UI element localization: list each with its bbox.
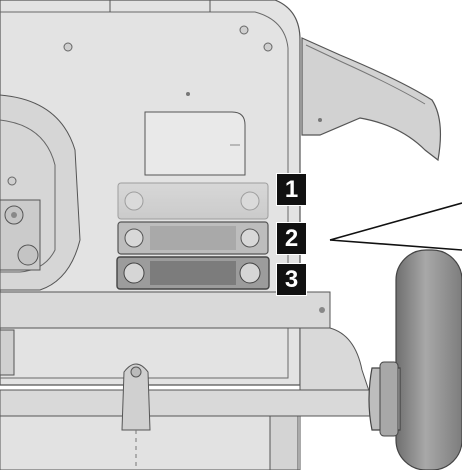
left-mechanism bbox=[0, 94, 81, 376]
callout-label-3: 3 bbox=[277, 264, 306, 295]
clamp-post bbox=[121, 363, 151, 470]
pointer-lines bbox=[329, 202, 462, 251]
spacer-2 bbox=[117, 221, 269, 255]
weight-tray bbox=[301, 37, 442, 162]
wheel-assembly bbox=[368, 249, 462, 470]
callout-label-1: 1 bbox=[277, 174, 306, 205]
callout-label-2: 2 bbox=[277, 223, 306, 254]
spacer-3 bbox=[116, 256, 270, 290]
spacer-1 bbox=[117, 182, 269, 220]
central-cover bbox=[7, 25, 273, 186]
